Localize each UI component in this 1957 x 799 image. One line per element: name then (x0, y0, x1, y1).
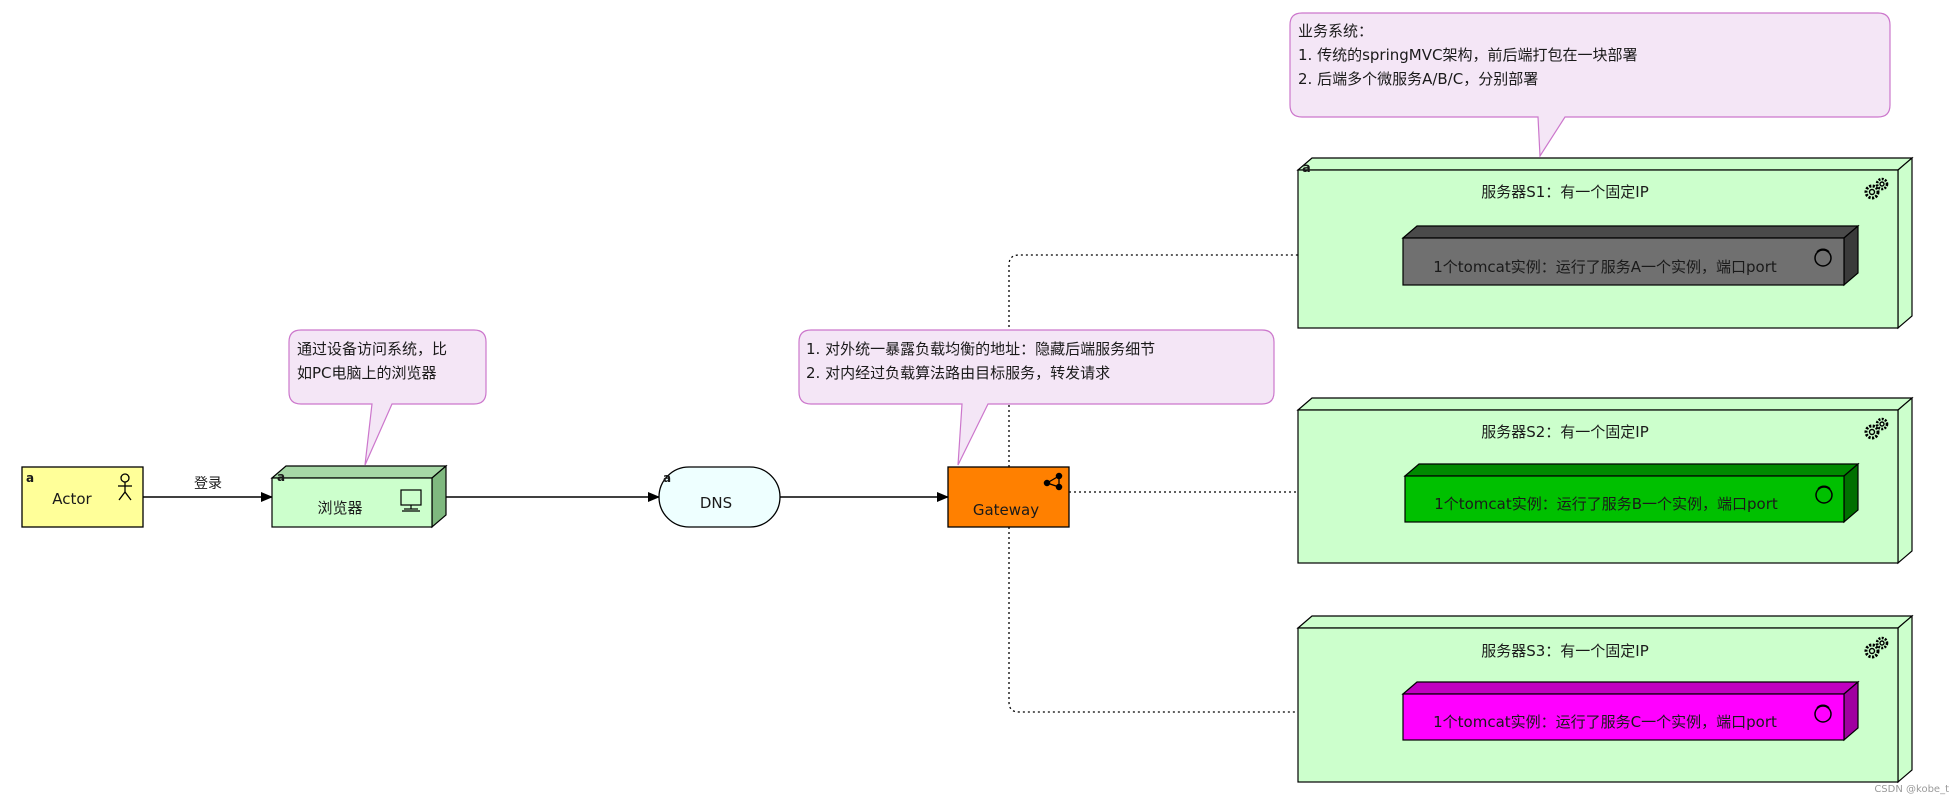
dns-tag: a (663, 471, 671, 485)
route-to-service-c (1008, 527, 1403, 712)
note-system-line1: 业务系统： (1298, 22, 1373, 40)
gears-icon (1864, 177, 1889, 200)
actor-node[interactable]: a Actor (21, 466, 144, 528)
note-system: 业务系统： 1. 传统的springMVC架构，前后端打包在一块部署 2. 后端… (1289, 12, 1891, 158)
gateway-node[interactable]: Gateway (947, 466, 1070, 528)
server-s2[interactable]: 服务器S2：有一个固定IP 1个tomcat实例：运行了服务B一个实例，端口po… (1296, 396, 1914, 565)
gateway-routing-lines (1008, 255, 1403, 712)
tomcat-b-label: 1个tomcat实例：运行了服务B一个实例，端口port (1434, 495, 1778, 513)
note-browser-line2: 如PC电脑上的浏览器 (297, 364, 437, 382)
tomcat-service-a[interactable]: 1个tomcat实例：运行了服务A一个实例，端口port (1401, 224, 1860, 287)
dns-node[interactable]: a DNS (658, 466, 781, 528)
component-icon (1815, 485, 1833, 504)
network-icon (1043, 472, 1063, 491)
component-icon (1814, 248, 1832, 267)
server-s2-title: 服务器S2：有一个固定IP (1481, 423, 1649, 441)
gears-icon (1864, 636, 1889, 659)
actor-label: Actor (52, 490, 92, 508)
note-system-line2: 1. 传统的springMVC架构，前后端打包在一块部署 (1298, 46, 1637, 64)
server-s1-title: 服务器S1：有一个固定IP (1481, 183, 1649, 201)
note-gateway-line1: 1. 对外统一暴露负载均衡的地址：隐藏后端服务细节 (806, 340, 1155, 358)
dns-label: DNS (700, 494, 732, 512)
monitor-icon (400, 489, 422, 512)
browser-label: 浏览器 (317, 499, 362, 517)
browser-node[interactable]: a 浏览器 (270, 464, 448, 529)
gears-icon (1864, 417, 1889, 440)
actor-tag: a (26, 471, 34, 485)
server-s1-tag: a (1302, 161, 1311, 176)
server-s3-title: 服务器S3：有一个固定IP (1481, 642, 1649, 660)
tomcat-service-c[interactable]: 1个tomcat实例：运行了服务C一个实例，端口port (1401, 680, 1860, 742)
note-gateway-line2: 2. 对内经过负载算法路由目标服务，转发请求 (806, 364, 1110, 382)
note-system-line3: 2. 后端多个微服务A/B/C，分别部署 (1298, 70, 1538, 88)
note-browser: 通过设备访问系统，比 如PC电脑上的浏览器 (288, 329, 487, 466)
browser-tag: a (277, 470, 285, 484)
login-label: 登录 (194, 476, 222, 492)
gateway-label: Gateway (973, 501, 1039, 519)
component-icon (1814, 704, 1832, 723)
tomcat-a-label: 1个tomcat实例：运行了服务A一个实例，端口port (1433, 258, 1777, 276)
tomcat-c-label: 1个tomcat实例：运行了服务C一个实例，端口port (1433, 713, 1777, 731)
note-browser-line1: 通过设备访问系统，比 (297, 340, 447, 358)
tomcat-service-b[interactable]: 1个tomcat实例：运行了服务B一个实例，端口port (1403, 462, 1860, 524)
note-gateway: 1. 对外统一暴露负载均衡的地址：隐藏后端服务细节 2. 对内经过负载算法路由目… (798, 329, 1275, 466)
server-s3[interactable]: 服务器S3：有一个固定IP 1个tomcat实例：运行了服务C一个实例，端口po… (1296, 614, 1914, 784)
stick-figure-icon (118, 473, 132, 501)
server-s1[interactable]: a 服务器S1：有一个固定IP 1个tomcat实例：运行了服务A一个实例，端口… (1296, 156, 1914, 330)
watermark: CSDN @kobe_t (1874, 784, 1949, 795)
route-to-service-a (1008, 255, 1403, 467)
